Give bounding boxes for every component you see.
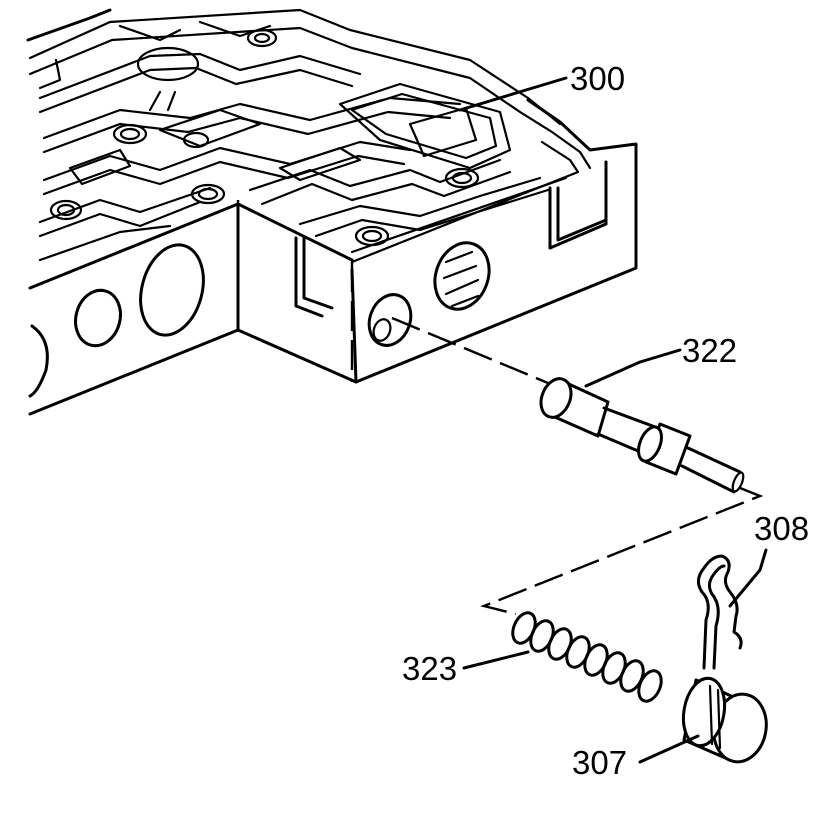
assembly-center-lines (391, 316, 764, 616)
valve-322 (539, 377, 745, 494)
valve-body (26, 8, 638, 416)
spring-323 (511, 611, 663, 703)
bore-plug-307 (681, 676, 768, 764)
retainer-clip-308 (697, 554, 743, 670)
callout-308: 308 (754, 510, 809, 547)
callout-322: 322 (682, 332, 737, 369)
callout-307: 307 (572, 744, 627, 781)
leader-lines (458, 76, 768, 764)
callout-300: 300 (570, 60, 625, 97)
callout-323: 323 (402, 650, 457, 687)
